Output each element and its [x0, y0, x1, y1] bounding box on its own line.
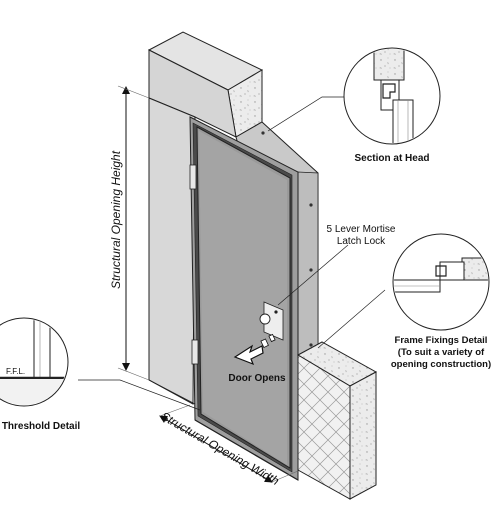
door-opens-label: Door Opens — [228, 373, 286, 384]
lock-label-line1: 5 Lever Mortise — [327, 224, 396, 235]
frame-fixings-label-line1: Frame Fixings Detail — [395, 335, 488, 346]
lock-knob — [259, 313, 271, 325]
lock-label-line2: Latch Lock — [337, 236, 386, 247]
door-opens-arrow — [233, 333, 276, 366]
structural-opening-height-label: Structural Opening Height — [109, 150, 123, 289]
section-at-head-label: Section at Head — [354, 153, 429, 164]
height-dimension: Structural Opening Height — [109, 85, 150, 381]
door-leaf — [196, 126, 291, 469]
frame-fixing-dots — [261, 131, 313, 347]
lock-plate — [259, 301, 284, 341]
left-wall — [148, 97, 196, 405]
frame-fixings-detail — [392, 233, 490, 331]
hinge-lower — [191, 339, 199, 365]
ffl-label: F.F.L. — [6, 367, 25, 376]
threshold-detail: F.F.L. — [0, 317, 69, 407]
frame-fixings-label-line2: (To suit a variety of — [398, 347, 485, 358]
leader-lines — [78, 96, 386, 411]
right-pier — [296, 341, 378, 500]
threshold-detail-label: Threshold Detail — [2, 421, 81, 432]
hinge-upper — [189, 164, 197, 190]
lintel-block — [147, 31, 264, 138]
section-at-head-detail — [343, 47, 441, 145]
keyhole-icon — [274, 310, 278, 314]
frame-fixings-label-line3: opening construction) — [391, 359, 491, 370]
